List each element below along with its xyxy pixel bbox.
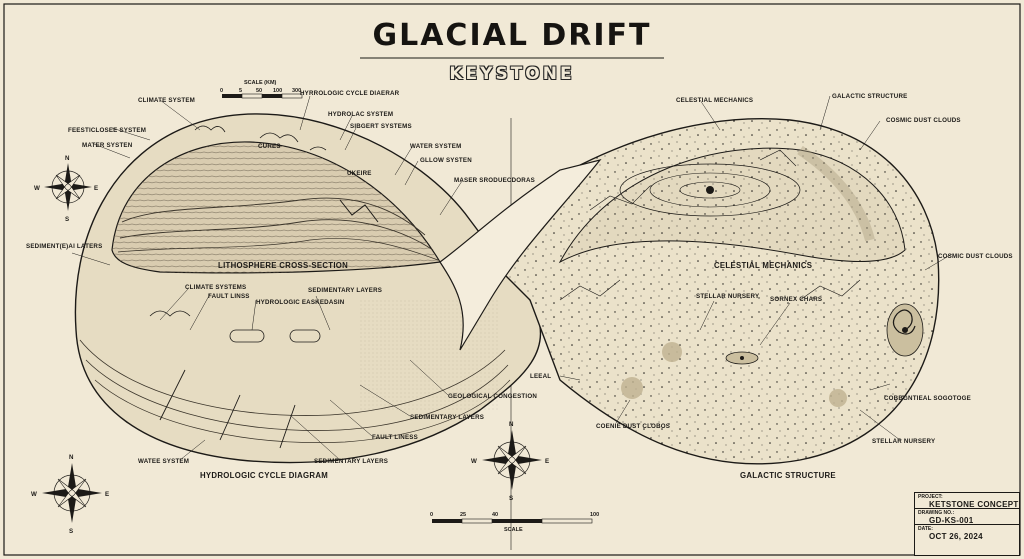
label-mater-systen: MATER SYSTEN	[82, 142, 133, 149]
section-celestial: CELESTIAL MECHANICS	[714, 261, 812, 270]
scale-bottom-tick: 100	[590, 512, 599, 518]
date-key: DATE:	[918, 526, 933, 532]
scale-bar-top: SCALE (KM) 0 5 50 100 300	[220, 80, 303, 99]
title-block-project: PROJECT: KETSTONE CONCEPT	[915, 493, 1019, 509]
compass-w: W	[34, 185, 40, 192]
label-stellar-nursery-bottom: STELLAR NURSERY	[872, 438, 936, 445]
compass-w: W	[471, 458, 477, 465]
compass-s: S	[509, 495, 513, 502]
section-hydrologic: HYDROLOGIC CYCLE DIAGRAM	[200, 471, 328, 480]
label-fault-liness: FAULT LINESS	[372, 434, 418, 441]
compass-n: N	[509, 421, 514, 428]
scale-bottom-tick: 0	[430, 512, 433, 518]
compass-s: S	[65, 216, 69, 223]
compass-e: E	[545, 458, 549, 465]
left-loop	[74, 113, 542, 464]
label-sornex-chars: SORNEX CHARS	[770, 296, 822, 303]
scale-top-tick: 0	[220, 88, 223, 94]
scale-bottom-tick: 25	[460, 512, 466, 518]
label-sedimentary-layers-bottom: SEDIMENTARY LAYERS	[314, 458, 388, 465]
label-watee-system: WATEE SYSTEM	[138, 458, 189, 465]
label-climate-systems: CLIMATE SYSTEMS	[185, 284, 246, 291]
label-sedimentary-layers-top: SEDIMENTARY LAYERS	[308, 287, 382, 294]
compass-rose-top-left: N S E W	[34, 155, 98, 223]
callout-labels: CLIMATE SYSTEM FEESTICLOSEE SYSTEM MATER…	[26, 90, 1013, 465]
label-cures: CURES	[258, 143, 281, 150]
project-key: PROJECT:	[918, 494, 943, 500]
page-subtitle: KEYSTONE	[449, 64, 575, 84]
label-sedimentary-layers-mid: SEDIMENTARY LAYERS	[410, 414, 484, 421]
label-water-system: WATER SYSTEM	[410, 143, 461, 150]
scale-bottom-tick: 40	[492, 512, 498, 518]
drawing-value: GD-KS-001	[929, 516, 974, 525]
label-fault-lniss: FAULT LINSS	[208, 293, 250, 300]
compass-s: S	[69, 528, 73, 535]
page-title: GLACIAL DRIFT	[372, 18, 652, 53]
label-cobbgntieal-sogotoge: COBBGNTIEAL SOGOTOGE	[884, 395, 971, 402]
section-galactic: GALACTIC STRUCTURE	[740, 471, 836, 480]
scale-top-tick: 5	[239, 88, 242, 94]
compass-rose-bottom-center: N S E W	[471, 421, 549, 502]
label-leeal: LEEAL	[530, 373, 551, 380]
label-galactic-structure: GALACTIC STRUCTURE	[832, 93, 907, 100]
right-loop	[468, 118, 940, 465]
label-maner-sroquicdoras: MASER SRODUECDORAS	[454, 177, 535, 184]
label-sibgert-systems: SIBGERT SYSTEMS	[350, 123, 412, 130]
label-climate-system: CLIMATE SYSTEM	[138, 97, 195, 104]
drawing-key: DRAWING NO.:	[918, 510, 955, 516]
leader-lines	[71, 95, 953, 461]
scale-bar-bottom: 0 25 40 100 SCALE	[430, 512, 599, 533]
compass-e: E	[105, 491, 109, 498]
sheet-border	[3, 3, 1021, 556]
crossover-strip	[439, 158, 602, 351]
label-hydrologic-easkedasin: HYDROLOGIC EASKEDASIN	[256, 299, 345, 306]
compass-w: W	[31, 491, 37, 498]
compass-e: E	[94, 185, 98, 192]
title-block-date: DATE: OCT 26, 2024	[915, 525, 1019, 541]
compass-n: N	[65, 155, 70, 162]
label-gllow-systen: GLLOW SYSTEN	[420, 157, 472, 164]
compass-rose-bottom-left: N S E W	[31, 454, 109, 535]
label-hyrrologic-cycle: HYRROLOGIC CYCLE DIAERAR	[300, 90, 400, 97]
title-block: PROJECT: KETSTONE CONCEPT DRAWING NO.: G…	[914, 492, 1020, 556]
project-value: KETSTONE CONCEPT	[929, 500, 1019, 509]
scale-bottom-label: SCALE	[504, 527, 523, 533]
label-hydrolac-system: HYDROLAC SYSTEM	[328, 111, 393, 118]
compass-n: N	[69, 454, 74, 461]
title-block-drawing: DRAWING NO.: GD-KS-001	[915, 509, 1019, 525]
label-feestclosee-system: FEESTICLOSEE SYSTEM	[68, 127, 146, 134]
label-sedimentari-laters: SEDIMENT(E)AI LATERS	[26, 243, 102, 250]
scale-top-label: SCALE (KM)	[244, 80, 277, 86]
label-geological-congestion: GEOLOGICAL CONGESTION	[448, 393, 537, 400]
date-value: OCT 26, 2024	[929, 532, 983, 541]
scale-top-tick: 100	[273, 88, 282, 94]
label-celestial-mechanics: CELESTIAL MECHANICS	[676, 97, 753, 104]
scale-top-tick: 50	[256, 88, 262, 94]
scale-top-tick: 300	[292, 88, 301, 94]
section-lithosphere: LITHOSPHERE CROSS-SECTION	[218, 261, 348, 270]
label-stellar-nursery-top: STELLAR NURSERY	[696, 293, 760, 300]
label-ukeire: UKEIRE	[347, 170, 372, 177]
label-cosmic-dust-clouds-top: COSMIC DUST CLOUDS	[886, 117, 961, 124]
label-cosmic-dust-clouds-right: COSMIC DUST CLOUDS	[938, 253, 1013, 260]
label-coenie-dust-clobos: COENIE DUST CLOBOS	[596, 423, 670, 430]
